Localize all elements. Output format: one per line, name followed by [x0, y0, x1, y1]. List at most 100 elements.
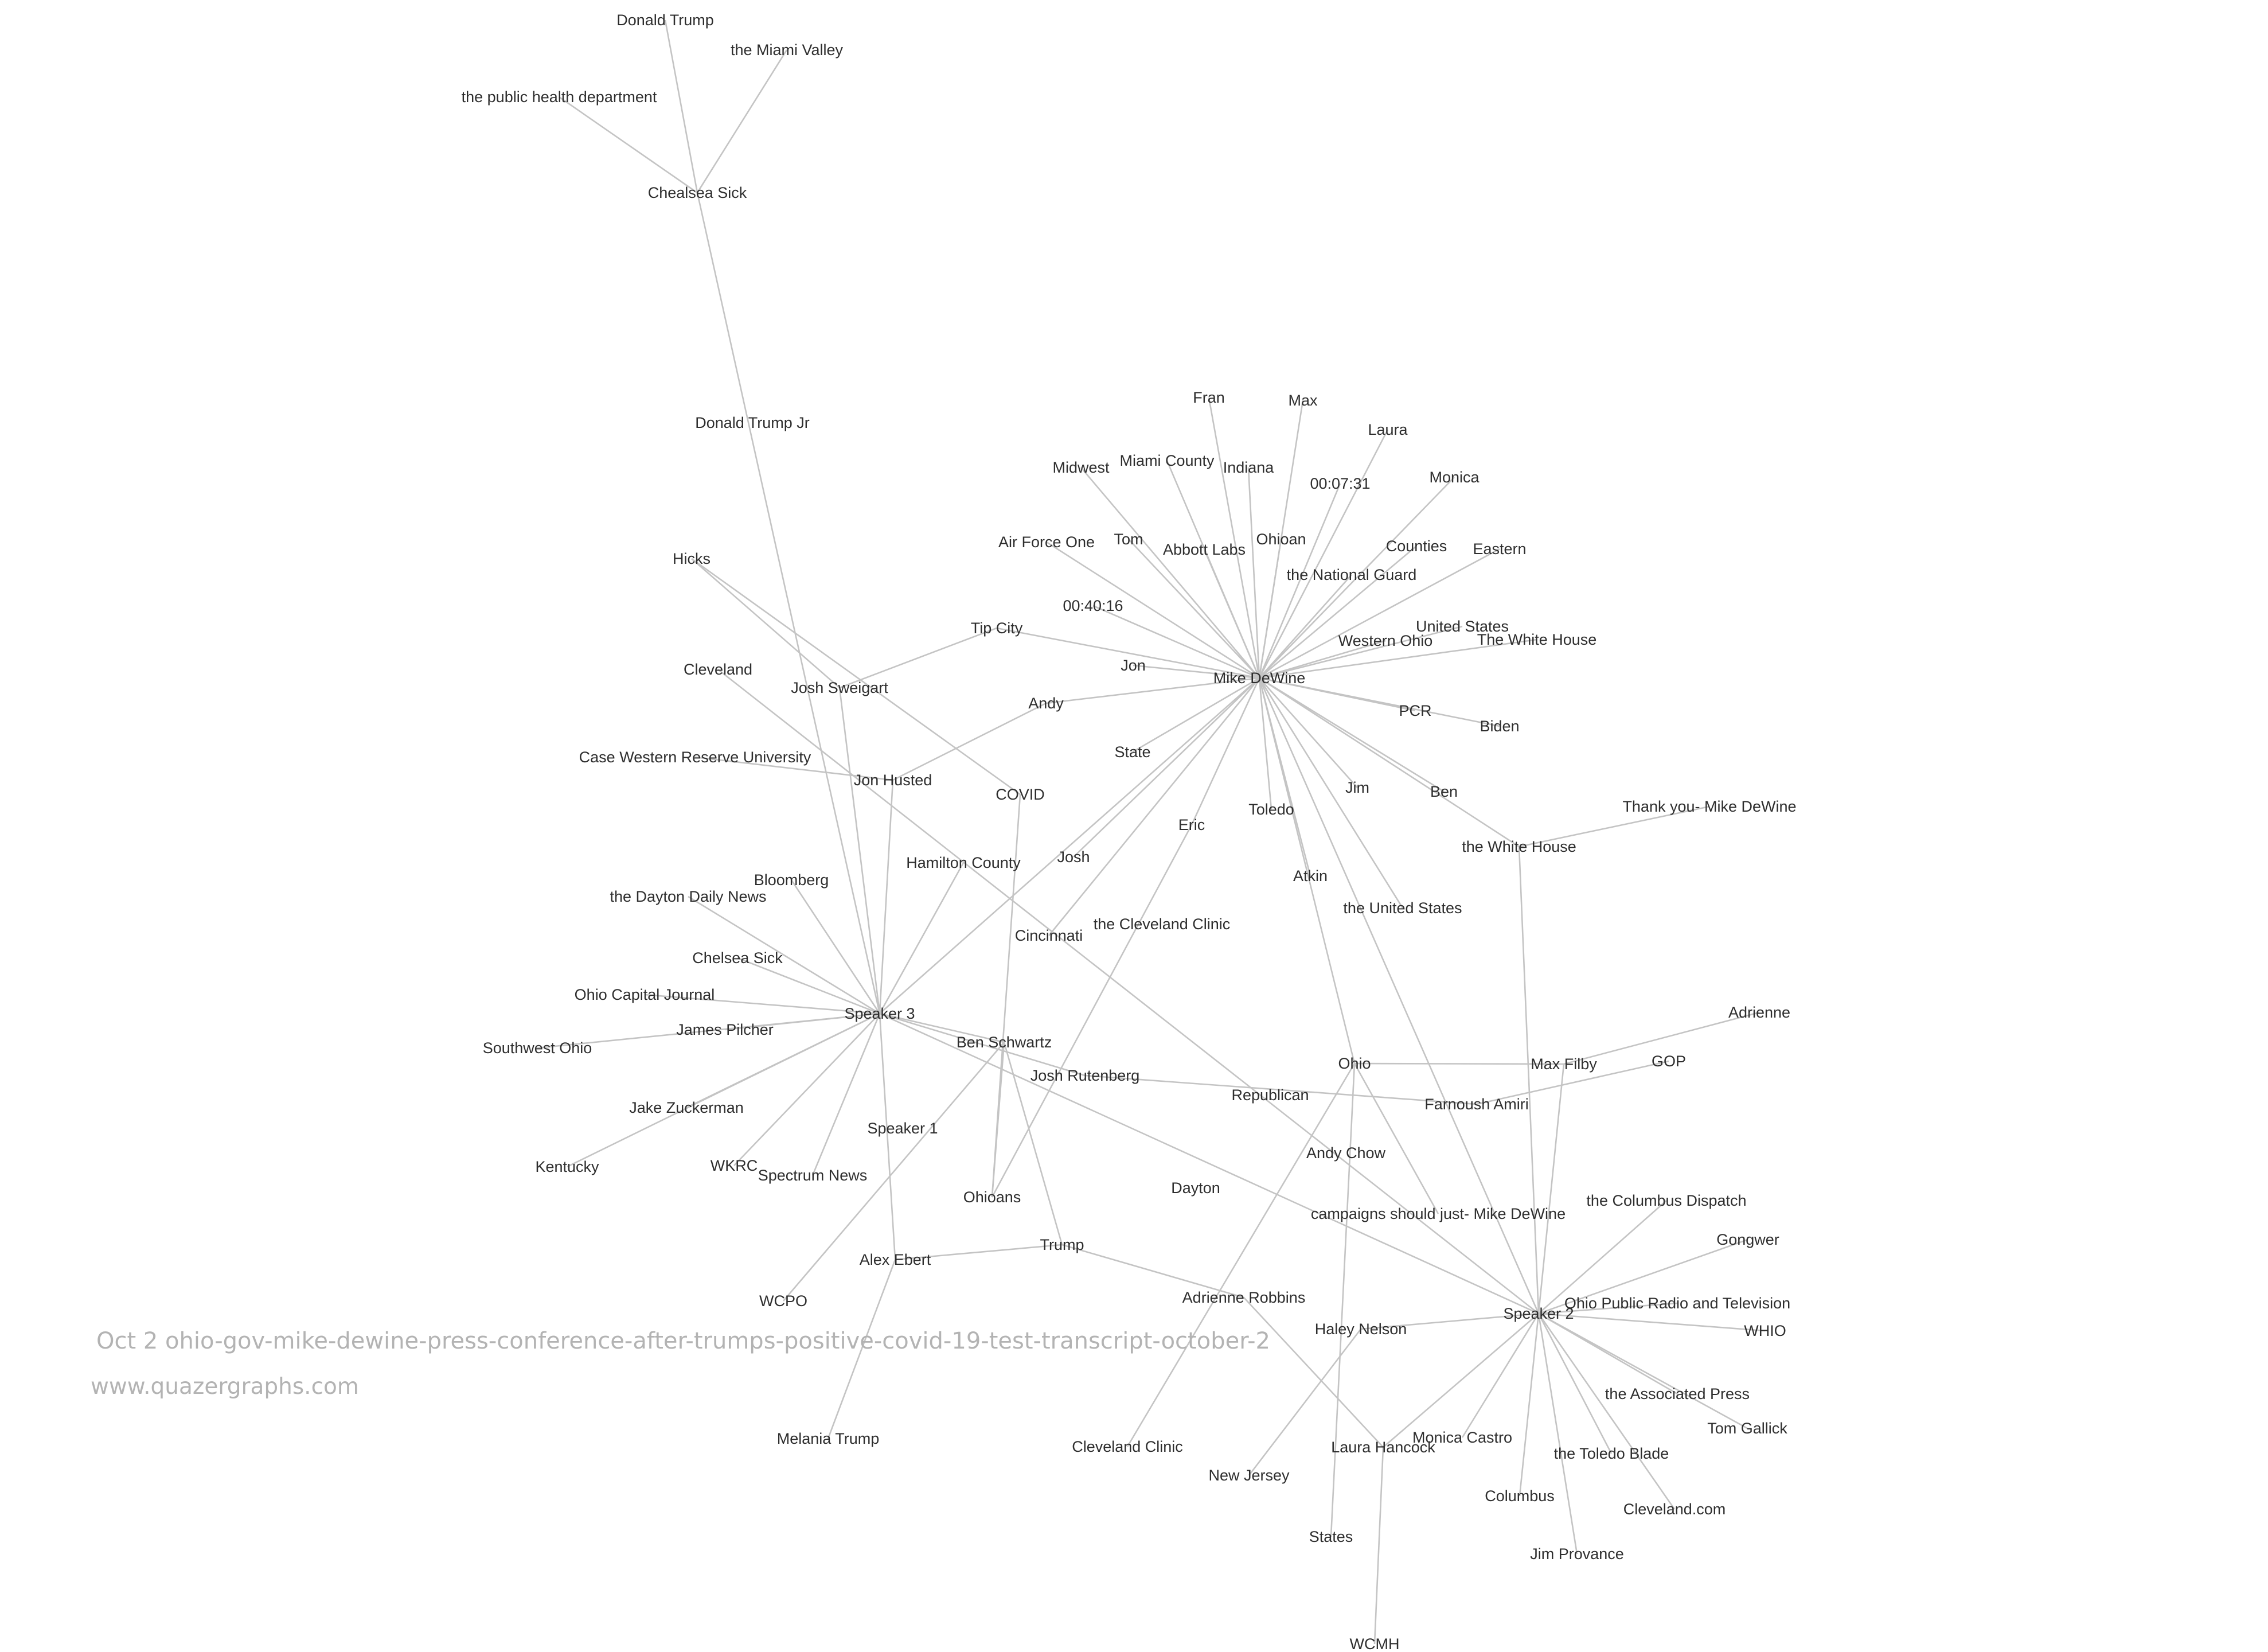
- node-andy: Andy: [1028, 695, 1064, 712]
- edge-ohio-to-cleveland-clinic: [1126, 1063, 1356, 1447]
- node-cleveland-clinic: Cleveland Clinic: [1072, 1438, 1183, 1455]
- node-gop: GOP: [1652, 1053, 1686, 1070]
- graph-title-caption: Oct 2 ohio-gov-mike-dewine-press-confere…: [96, 1328, 1270, 1354]
- edge-speaker-3-to-dayton-daily-news: [688, 895, 880, 1015]
- node-public-health-department: the public health department: [462, 88, 657, 106]
- node-western-ohio: Western Ohio: [1338, 632, 1433, 649]
- edge-speaker-3-to-speaker-2: [879, 1012, 1539, 1315]
- edge-mike-dewine-to-time-0731: [1258, 483, 1341, 679]
- node-label-layer: Donald Trump the Miami Valley the public h…: [462, 11, 1797, 1652]
- edge-mike-dewine-to-ben: [1259, 677, 1445, 793]
- node-ohio: Ohio: [1338, 1055, 1371, 1072]
- edge-trump-to-adrienne-robbins: [1061, 1244, 1244, 1299]
- node-toledo-blade: the Toledo Blade: [1554, 1445, 1669, 1462]
- node-dayton: Dayton: [1171, 1179, 1220, 1197]
- node-eastern: Eastern: [1473, 540, 1526, 558]
- node-columbus: Columbus: [1485, 1487, 1555, 1505]
- edge-mike-dewine-to-the-white-house: [1259, 677, 1520, 848]
- node-cleveland: Cleveland: [684, 661, 752, 678]
- edge-speaker-3-to-chelsea-sick: [737, 957, 880, 1015]
- node-cleveland-com: Cleveland.com: [1623, 1501, 1726, 1518]
- edge-jon-husted-to-case-western: [694, 756, 893, 781]
- node-time-4016: 00:40:16: [1063, 597, 1123, 614]
- node-air-force-one: Air Force One: [998, 533, 1095, 551]
- edge-mike-dewine-to-fran: [1208, 397, 1260, 679]
- edge-speaker-3-to-kentucky: [567, 1012, 880, 1168]
- edge-adrienne-robbins-to-laura-hancock: [1243, 1297, 1384, 1448]
- edge-mike-dewine-to-biden: [1259, 677, 1500, 727]
- node-toledo: Toledo: [1248, 801, 1294, 818]
- node-fran: Fran: [1193, 389, 1225, 406]
- node-dayton-daily-news: the Dayton Daily News: [610, 888, 766, 905]
- edge-mike-dewine-to-speaker-3: [879, 677, 1260, 1014]
- node-gongwer: Gongwer: [1716, 1231, 1779, 1248]
- edge-alex-ebert-to-melania-trump: [827, 1259, 896, 1439]
- node-jon: Jon: [1121, 657, 1146, 674]
- node-states: States: [1309, 1528, 1353, 1545]
- node-ben-schwartz: Ben Schwartz: [957, 1034, 1052, 1051]
- edge-speaker-3-to-james-pilcher: [724, 1012, 880, 1031]
- edge-speaker-3-to-hamilton-county: [879, 862, 965, 1014]
- edge-mike-dewine-to-eastern: [1259, 548, 1500, 679]
- node-biden: Biden: [1480, 718, 1519, 735]
- edge-mike-dewine-to-indiana: [1247, 467, 1260, 679]
- edge-speaker-2-to-laura-hancock: [1383, 1313, 1539, 1448]
- node-whio: WHIO: [1744, 1322, 1786, 1339]
- node-jim: Jim: [1345, 779, 1369, 796]
- edge-the-white-house-to-speaker-2: [1518, 846, 1540, 1314]
- node-miami-valley: the Miami Valley: [731, 41, 844, 59]
- edge-eric-to-ohioans: [991, 824, 1193, 1198]
- edge-speaker-2-to-monica-castro: [1461, 1313, 1540, 1438]
- node-chelsea-sick: Chelsea Sick: [692, 949, 783, 967]
- node-pcr: PCR: [1399, 702, 1431, 719]
- node-josh: Josh: [1057, 848, 1090, 866]
- edge-speaker-2-to-whio: [1538, 1312, 1766, 1332]
- edge-ohio-to-states: [1330, 1063, 1356, 1537]
- edge-speaker-3-to-wkrc: [733, 1013, 880, 1166]
- edge-ben-schwartz-to-wcpo: [783, 1042, 1005, 1302]
- node-eric: Eric: [1178, 816, 1205, 833]
- node-case-western: Case Western Reserve University: [579, 749, 811, 766]
- node-associated-press: the Associated Press: [1605, 1385, 1750, 1402]
- node-jon-husted: Jon Husted: [854, 772, 932, 789]
- edge-mike-dewine-to-state: [1132, 677, 1260, 753]
- edge-speaker-2-to-gongwer: [1538, 1238, 1748, 1315]
- edge-mike-dewine-to-toledo: [1258, 677, 1272, 810]
- edge-mike-dewine-to-the-united-states: [1258, 677, 1404, 909]
- edge-alex-ebert-to-trump: [895, 1244, 1063, 1261]
- node-speaker-1: Speaker 1: [867, 1120, 938, 1137]
- node-the-united-states: the United States: [1343, 899, 1462, 917]
- node-tom-gallick: Tom Gallick: [1707, 1420, 1787, 1437]
- node-wkrc: WKRC: [711, 1157, 758, 1174]
- node-chealsea-sick: Chealsea Sick: [648, 184, 747, 201]
- node-hamilton-county: Hamilton County: [906, 854, 1021, 871]
- edge-speaker-2-to-columbus-dispatch: [1538, 1200, 1667, 1314]
- edge-mike-dewine-to-andy: [1045, 677, 1260, 704]
- node-donald-trump: Donald Trump: [616, 11, 714, 29]
- edge-chealsea-sick-to-miami-valley: [696, 49, 788, 193]
- node-wcmh: WCMH: [1350, 1635, 1400, 1652]
- node-tip-city: Tip City: [971, 620, 1023, 637]
- node-andy-chow: Andy Chow: [1306, 1144, 1386, 1162]
- node-max: Max: [1288, 392, 1318, 409]
- edge-ohio-to-campaigns: [1353, 1063, 1439, 1214]
- edge-mike-dewine-to-national-guard: [1259, 574, 1352, 679]
- node-donald-trump-jr: Donald Trump Jr: [695, 414, 810, 431]
- node-miami-county: Miami County: [1119, 452, 1215, 469]
- node-covid: COVID: [996, 786, 1045, 803]
- node-adrienne: Adrienne: [1728, 1004, 1790, 1021]
- node-new-jersey: New Jersey: [1208, 1467, 1290, 1484]
- node-speaker-3: Speaker 3: [844, 1005, 915, 1022]
- node-alex-ebert: Alex Ebert: [860, 1251, 931, 1268]
- node-ohioan: Ohioan: [1256, 531, 1306, 548]
- edge-chealsea-sick-to-speaker-3: [696, 192, 881, 1014]
- edge-mike-dewine-to-cincinnati: [1048, 677, 1260, 936]
- edge-mike-dewine-to-ohioan: [1258, 539, 1282, 679]
- edge-mike-dewine-to-air-force-one: [1046, 541, 1260, 679]
- edge-speaker-3-to-alex-ebert: [879, 1013, 896, 1260]
- node-max-filby: Max Filby: [1531, 1055, 1597, 1073]
- edge-mike-dewine-to-monica: [1259, 477, 1455, 679]
- edge-max-filby-to-ohio: [1354, 1062, 1564, 1065]
- node-cincinnati: Cincinnati: [1015, 927, 1083, 944]
